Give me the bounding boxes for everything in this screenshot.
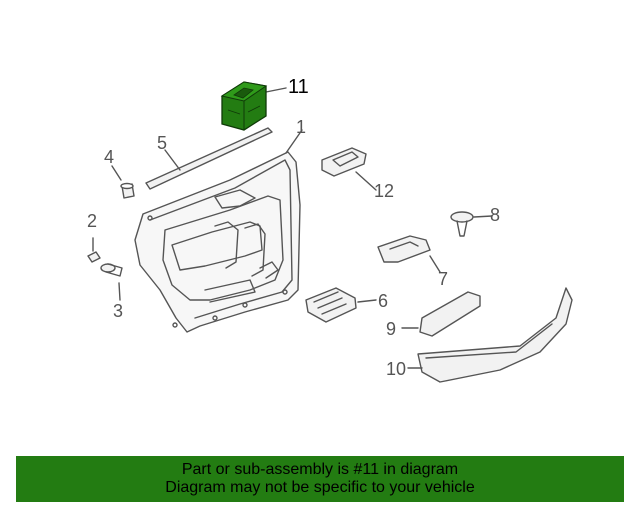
callout-1: 1 (296, 117, 307, 137)
part-6-bracket (305, 287, 357, 323)
part-4-clip (120, 182, 135, 199)
callout-6: 6 (378, 291, 389, 311)
callout-11: 11 (288, 76, 309, 98)
part-11-window-switch (220, 81, 268, 131)
callout-10: 10 (386, 359, 407, 379)
callout-8: 8 (490, 205, 501, 225)
part-3-screw (100, 263, 123, 277)
banner-line-2: Diagram may not be specific to your vehi… (165, 479, 475, 496)
diagram-drawing (87, 81, 573, 383)
callout-7: 7 (438, 269, 449, 289)
part-12-bezel (321, 147, 367, 177)
part-7-pull-cup (377, 235, 431, 263)
banner-line-1: Part or sub-assembly is #11 in diagram (181, 461, 459, 478)
part-2-pin (87, 251, 101, 263)
callout-12: 12 (374, 181, 395, 201)
callout-2: 2 (87, 211, 98, 231)
callout-4: 4 (104, 147, 115, 167)
part-1-door-panel (134, 151, 301, 333)
part-info-banner: Part or sub-assembly is #11 in diagram D… (16, 456, 624, 502)
callout-5: 5 (157, 133, 168, 153)
callout-3: 3 (113, 301, 124, 321)
part-9-armrest-cover (419, 291, 481, 337)
callout-9: 9 (386, 319, 397, 339)
part-8-push-clip (450, 211, 474, 237)
part-10-lower-trim (417, 287, 573, 383)
leader-lines (92, 87, 493, 369)
part-5-trim-strip (145, 127, 273, 190)
parts-diagram: 1 2 3 4 5 6 7 8 9 10 11 12 (87, 76, 573, 383)
